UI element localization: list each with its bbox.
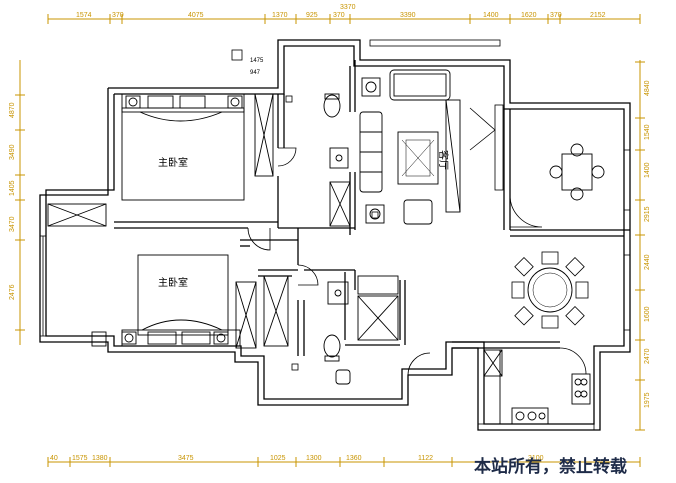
dim-top-8: 1620 <box>521 12 537 19</box>
dim-top-5: 370 <box>333 12 345 19</box>
watermark: 本站所有，禁止转载 <box>474 456 627 477</box>
dim-left-4: 2476 <box>9 284 16 300</box>
door-swings <box>247 107 587 376</box>
note-small-0: 1475 <box>250 58 264 64</box>
bottom-dimension-labels: 40 1575 1380 3475 1025 1300 1360 1122 31… <box>50 455 544 462</box>
left-dimension-labels: 4870 3490 1405 3470 2476 <box>9 102 16 300</box>
kitchen-counter <box>483 349 591 425</box>
dim-right-6: 2470 <box>644 348 651 364</box>
dim-right-0: 4840 <box>644 80 651 96</box>
dim-bottom-6: 1360 <box>346 455 362 462</box>
dim-bottom-1: 1575 <box>72 455 88 462</box>
windows <box>39 39 631 431</box>
note-small-1: 947 <box>250 70 261 76</box>
dim-top-3: 1370 <box>272 12 288 19</box>
dim-top-4: 925 <box>306 12 318 19</box>
dim-top-9: 370 <box>550 12 562 19</box>
dim-right-2: 1400 <box>644 162 651 178</box>
outlet-markers <box>231 49 379 371</box>
dim-bottom-7: 1122 <box>418 455 433 462</box>
top-dimension-labels: 1574 370 4075 1370 925 370 3390 1400 162… <box>76 4 606 19</box>
dim-left-3: 3470 <box>9 216 16 232</box>
dim-bottom-4: 1025 <box>270 455 286 462</box>
dim-left-0: 4870 <box>9 102 16 118</box>
dim-bottom-2: 1380 <box>92 455 108 462</box>
dim-bottom-3: 3475 <box>178 455 194 462</box>
dim-right-1: 1540 <box>644 124 651 140</box>
dim-left-1: 3490 <box>9 144 16 160</box>
dining-furniture <box>511 143 605 329</box>
dim-top-6: 3390 <box>400 12 416 19</box>
dim-bottom-8: 3100 <box>528 455 544 462</box>
walls <box>39 39 631 431</box>
bathroom-fixtures <box>323 93 399 385</box>
dim-top-7: 1400 <box>483 12 499 19</box>
dim-right-4: 2440 <box>644 254 651 270</box>
bed-1 <box>121 93 274 201</box>
dim-top-1: 370 <box>112 12 124 19</box>
room-label-master-bedroom-1: 主卧室 <box>158 156 188 169</box>
room-label-master-bedroom-2: 主卧室 <box>158 276 188 289</box>
dim-left-2: 1405 <box>9 180 16 196</box>
right-dimension-labels: 4840 1540 1400 2915 2440 1600 2470 1975 <box>644 80 651 408</box>
bed-2 <box>47 203 289 349</box>
dim-top-10: 2152 <box>590 12 606 19</box>
dimension-lines <box>15 14 645 467</box>
dim-top-0: 1574 <box>76 12 92 19</box>
dim-bottom-0: 40 <box>50 455 58 462</box>
dim-bottom-5: 1300 <box>306 455 322 462</box>
dim-top-2: 4075 <box>188 12 204 19</box>
room-label-living-room: 客厅 <box>437 150 450 170</box>
dim-right-5: 1600 <box>644 306 651 322</box>
living-room-furniture <box>359 69 461 225</box>
dim-right-3: 2915 <box>644 206 651 222</box>
dim-top-total: 3370 <box>340 4 356 11</box>
dim-right-7: 1975 <box>644 392 651 408</box>
